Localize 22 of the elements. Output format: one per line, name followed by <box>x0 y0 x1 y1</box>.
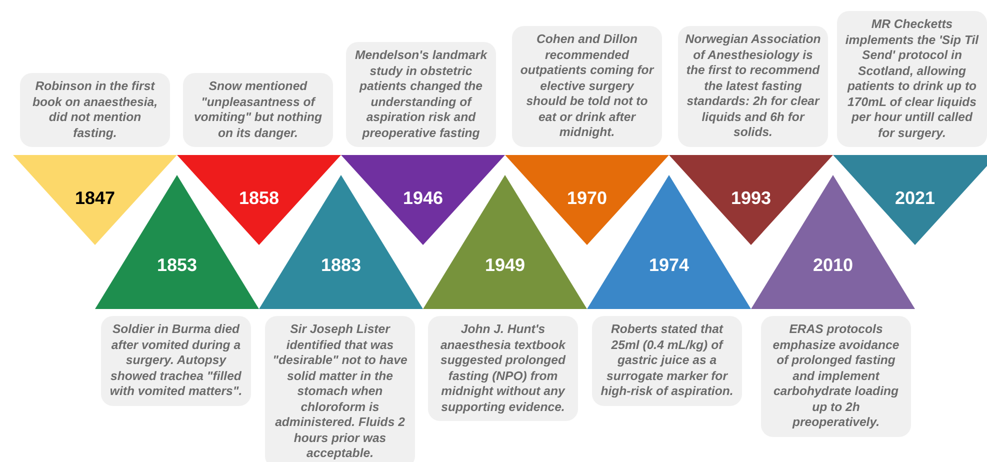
event-note: Robinson in the first book on anaesthesia, did not mention fasting. <box>20 73 170 147</box>
year-label: 1946 <box>402 188 444 209</box>
event-note: Norwegian Association of Anesthesiology is the first to recommend the latest fasting standards: 2h for clear liquids and 6h for solids. <box>678 26 828 146</box>
year-label: 1847 <box>74 188 116 209</box>
event-note: Mendelson's landmark study in obstetric patients changed the understanding of aspiration risk and preoperative fasting <box>346 42 496 147</box>
event-note: Roberts stated that 25ml (0.4 mL/kg) of gastric juice as a surrogate marker for high-risk of aspiration. <box>592 316 742 406</box>
year-label: 2010 <box>812 255 854 276</box>
year-label: 1970 <box>566 188 608 209</box>
year-label: 2021 <box>894 188 936 209</box>
year-label: 1974 <box>648 255 690 276</box>
year-label: 1853 <box>156 255 198 276</box>
event-note: ERAS protocols emphasize avoidance of prolonged fasting and implement carbohydrate loading up to 2h preoperatively. <box>761 316 911 436</box>
event-note: Cohen and Dillon recommended outpatients coming for elective surgery should be told not to eat or drink after midnight. <box>512 26 662 146</box>
event-note: MR Checketts implements the 'Sip Til Send' protocol in Scotland, allowing patients to drink up to 170mL of clear liquids per hour untill called for surgery. <box>837 11 987 147</box>
year-label: 1949 <box>484 255 526 276</box>
year-label: 1993 <box>730 188 772 209</box>
event-note: Soldier in Burma died after vomited during a surgery. Autopsy showed trachea "filled with vomited matters". <box>101 316 251 406</box>
year-label: 1883 <box>320 255 362 276</box>
year-label: 1858 <box>238 188 280 209</box>
event-note: John J. Hunt's anaesthesia textbook suggested prolonged fasting (NPO) from midnight without any supporting evidence. <box>428 316 578 421</box>
event-note: Snow mentioned "unpleasantness of vomiting" but nothing on its danger. <box>183 73 333 147</box>
event-note: Sir Joseph Lister identified that was "desirable" not to have solid matter in the stomach when chloroform is administered. Fluids 2 hours prior was acceptable. <box>265 316 415 462</box>
